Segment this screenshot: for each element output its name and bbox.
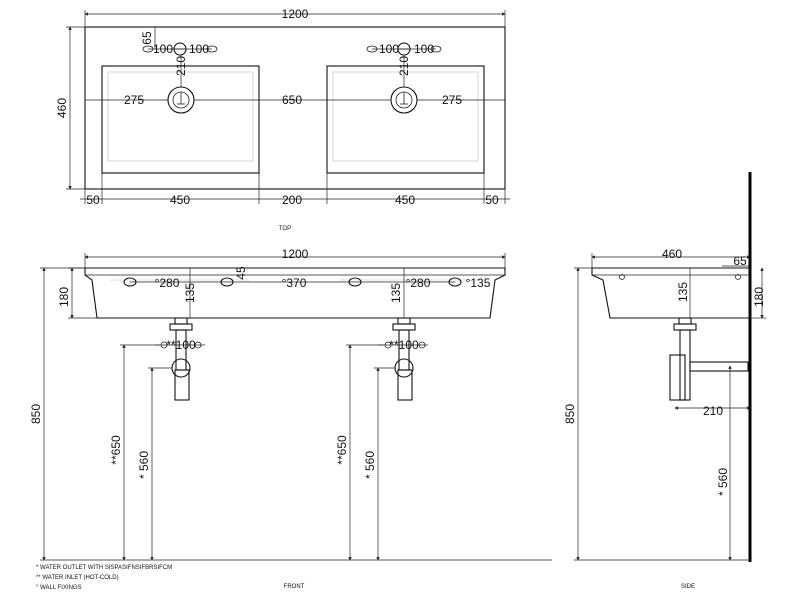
top-right-drain	[390, 86, 418, 114]
front-outlet-height-left: * 560	[137, 451, 151, 479]
note-water-outlet: * WATER OUTLET WITH SISPASIFNSIFBRSIFCM	[36, 565, 172, 571]
note-water-inlet: ** WATER INLET (HOT-COLD)	[36, 575, 119, 581]
front-dim-280-right: °280	[406, 276, 431, 290]
top-right-tap-to-drain-dim: 210	[397, 56, 411, 76]
front-outlet-height-right: * 560	[363, 451, 377, 479]
top-right-drain-to-edge-dim: 275	[442, 93, 462, 107]
top-margin-right-dim: 50	[485, 193, 499, 207]
side-fixing-hole	[735, 274, 741, 280]
top-countertop-outline	[84, 26, 506, 190]
top-left-tap-spacing-b: 100	[189, 42, 209, 56]
front-drop-135-right: 135	[389, 283, 403, 303]
front-dim-135-right: °135	[466, 276, 491, 290]
side-trap	[669, 317, 749, 401]
top-depth-dim: 460	[55, 98, 69, 118]
side-height-180-dim: 180	[752, 287, 766, 307]
notes: * WATER OUTLET WITH SISPASIFNSIFBRSIFCM …	[36, 565, 172, 591]
top-bowl-width-left-dim: 450	[170, 193, 190, 207]
top-drain-to-drain-dim: 650	[282, 93, 302, 107]
top-overall-width-dim: 1200	[282, 7, 309, 21]
side-outlet-height-dim: * 560	[716, 468, 730, 496]
top-view-label: TOP	[279, 226, 291, 232]
front-floor-to-top-dim: 850	[29, 404, 43, 424]
top-view: 1200 460 65 100 100 100 100 210 210 275 …	[55, 7, 510, 232]
front-basin-body	[84, 267, 506, 319]
front-overall-width-dim: 1200	[282, 247, 309, 261]
side-depth-dim: 460	[662, 247, 682, 261]
side-view: 460 65 180 135 210 850 * 560 SIDE	[563, 172, 766, 590]
front-dim-280-left: °280	[155, 276, 180, 290]
top-left-edge-to-drain-dim: 275	[124, 93, 144, 107]
top-left-bowl	[101, 65, 260, 174]
top-left-tap-spacing-a: 100	[153, 42, 173, 56]
front-view-label: FRONT	[284, 584, 305, 590]
top-tap-offset-dim: 65	[140, 31, 154, 45]
front-view: 1200 180 °280 °370 °280 °135 45 135 135 …	[29, 247, 552, 590]
front-inlet-height-right: **650	[335, 435, 349, 465]
side-view-label: SIDE	[681, 584, 695, 590]
front-inlet-height-left: **650	[109, 435, 123, 465]
side-trap-to-wall-dim: 210	[703, 404, 723, 418]
top-gap-between-bowls-dim: 200	[282, 193, 302, 207]
front-left-trap	[160, 317, 202, 401]
top-left-bowl-inner	[107, 71, 254, 162]
front-height-180-dim: 180	[57, 287, 71, 307]
top-bowl-width-right-dim: 450	[395, 193, 415, 207]
note-wall-fixings: ° WALL FIXINGS	[36, 585, 82, 591]
front-inlet-spacing-right: **100	[389, 338, 419, 352]
front-right-trap	[384, 317, 426, 401]
top-right-bowl-inner	[332, 71, 479, 162]
top-right-tap-spacing-a: 100	[379, 42, 399, 56]
side-drop-135-dim: 135	[676, 282, 690, 302]
front-dim-45: 45	[234, 266, 248, 280]
front-drop-135-left: 135	[183, 283, 197, 303]
top-right-bowl	[326, 65, 485, 174]
top-left-tap-to-drain-dim: 210	[174, 56, 188, 76]
side-floor-to-top-dim: 850	[563, 404, 577, 424]
side-tap-hole	[619, 274, 625, 280]
top-margin-left-dim: 50	[86, 193, 100, 207]
top-left-drain	[167, 86, 195, 114]
side-basin-body	[591, 267, 751, 319]
front-inlet-spacing-left: **100	[166, 338, 196, 352]
side-tap-offset-dim: 65	[733, 254, 747, 268]
front-dim-370: °370	[282, 276, 307, 290]
top-right-tap-spacing-b: 100	[414, 42, 434, 56]
